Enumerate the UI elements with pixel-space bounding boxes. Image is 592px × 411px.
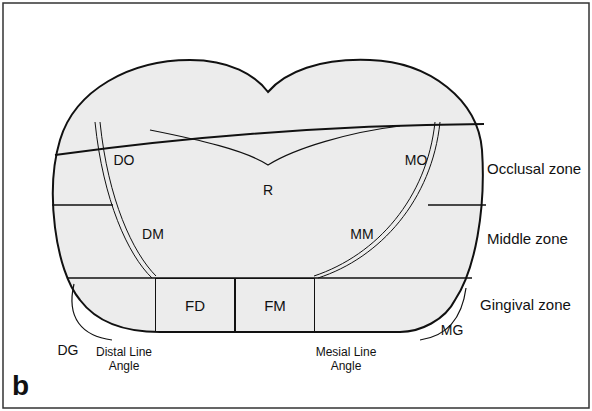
part-code: R xyxy=(253,182,283,198)
panel-letter: b xyxy=(12,370,42,402)
cell-code: FD xyxy=(185,297,205,314)
part-code: MG xyxy=(434,322,470,338)
part-code: DM xyxy=(133,226,173,242)
part-code: MM xyxy=(342,226,382,242)
line-angle-label: Mesial Line Angle xyxy=(314,346,378,374)
part-code: MO xyxy=(398,152,434,168)
part-code: DG xyxy=(50,342,86,358)
zone-label: Occlusal zone xyxy=(487,160,589,177)
part-code: DO xyxy=(106,152,142,168)
line-angle-label: Distal Line Angle xyxy=(92,346,156,374)
cell-code: FM xyxy=(264,297,286,314)
surface-cell: FD xyxy=(155,278,235,332)
surface-cell: FM xyxy=(235,278,315,332)
zone-label: Middle zone xyxy=(487,230,589,247)
zone-label: Gingival zone xyxy=(480,296,588,313)
